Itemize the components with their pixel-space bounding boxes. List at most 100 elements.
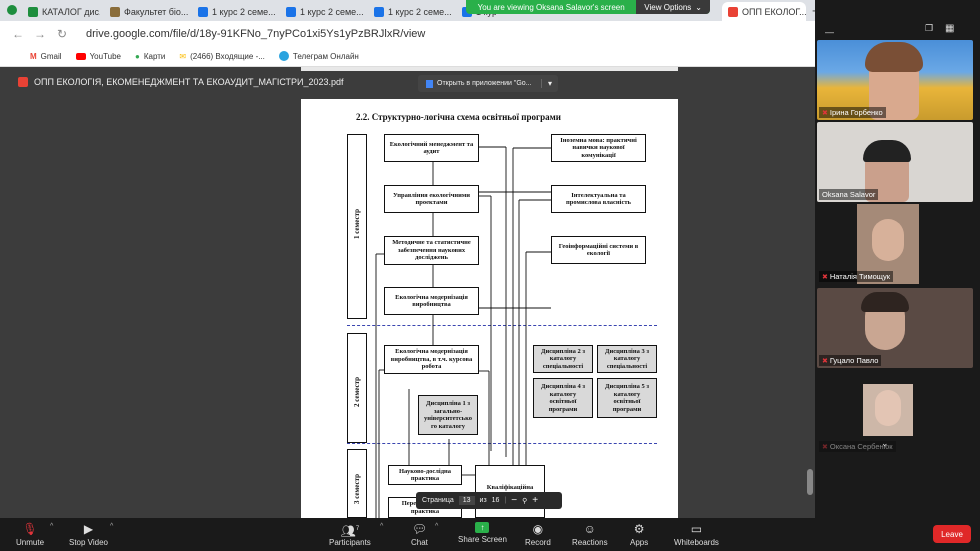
record-button[interactable]: ◉ Record <box>525 522 551 547</box>
participant-name: Оксана Сербенюк <box>829 442 893 451</box>
map-pin-icon: ● <box>135 51 140 61</box>
browser-tab-4[interactable]: 1 курс 2 семе... ✕ <box>368 2 452 21</box>
share-screen-label: Share Screen <box>458 535 507 544</box>
participant-tile[interactable]: ✖Оксана Сербенюк <box>817 374 973 454</box>
browser-tab-2[interactable]: 1 курс 2 семе... ✕ <box>192 2 276 21</box>
open-in-app-label: Открыть в приложении "Go... <box>437 80 532 87</box>
semester-bar-3 <box>347 449 367 518</box>
participant-hair <box>865 42 923 72</box>
gallery-view-icon[interactable]: ▦ <box>945 23 955 34</box>
browser-tab-0[interactable]: КАТАЛОГ дис... ✕ <box>22 2 100 21</box>
drive-icon <box>728 6 738 17</box>
mic-off-icon: 🎙︎ <box>22 522 38 536</box>
bookmark-inbox[interactable]: ✉(2466) Входящие -... <box>179 52 265 61</box>
participant-hair <box>863 140 911 162</box>
page-of-label: из <box>479 497 487 504</box>
docs-icon <box>426 79 433 88</box>
participant-tile[interactable]: ✖Гуцало Павло <box>817 288 973 368</box>
youtube-icon <box>75 52 86 60</box>
chevron-down-icon[interactable]: ▾ <box>540 79 558 88</box>
reactions-label: Reactions <box>572 538 608 547</box>
drive-icon <box>286 6 296 17</box>
participant-tile[interactable]: ✖Наталія Тимощук <box>817 204 973 284</box>
participant-name: Oksana Salavor <box>822 190 876 199</box>
bookmark-youtube[interactable]: YouTube <box>75 52 121 61</box>
reactions-icon: ☺ <box>583 522 596 536</box>
mic-off-icon: ✖ <box>822 357 828 365</box>
box-gis: Геоінформаційні системи в екології <box>551 236 646 264</box>
whiteboard-icon: ▭ <box>690 522 703 536</box>
scroll-down-icon[interactable]: ⌄ <box>881 438 889 448</box>
tab-favicon-icon <box>28 6 38 17</box>
bookmark-maps[interactable]: ●Карти <box>135 52 165 61</box>
share-banner: You are viewing Oksana Salavor's screen … <box>466 0 710 14</box>
unmute-button[interactable]: 🎙︎ Unmute <box>16 522 44 547</box>
chevron-down-icon: ⌄ <box>695 2 702 12</box>
box-discipline-4: Дисципліна 4 з каталогу освітньої програ… <box>533 378 593 418</box>
chevron-up-icon[interactable]: ^ <box>110 523 114 530</box>
view-options-button[interactable]: View Options ⌄ <box>636 0 710 14</box>
whiteboards-button[interactable]: ▭ Whiteboards <box>674 522 719 547</box>
participant-name-tag: ✖Гуцало Павло <box>819 355 882 366</box>
participants-button[interactable]: 👥︎7 Participants <box>329 522 371 547</box>
leave-button[interactable]: Leave <box>933 525 971 543</box>
chevron-up-icon[interactable]: ^ <box>435 523 439 530</box>
chat-button[interactable]: 💬︎ Chat <box>411 522 428 547</box>
participant-tile[interactable]: Oksana Salavor <box>817 122 973 202</box>
bookmark-label: Gmail <box>40 51 62 61</box>
apps-button[interactable]: ⚙ Apps <box>630 522 648 547</box>
box-discipline-5: Дисципліна 5 з каталогу освітньої програ… <box>597 378 657 418</box>
tab-title: Факультет біо... <box>124 6 188 17</box>
bookmark-label: Карти <box>143 51 166 61</box>
back-arrow-icon[interactable]: ← <box>12 26 24 41</box>
browser-tab-3[interactable]: 1 курс 2 семе... ✕ <box>280 2 364 21</box>
zoom-icon[interactable]: ⚲ <box>522 497 528 505</box>
participant-tile[interactable]: ✖Ірина Горбенко <box>817 40 973 120</box>
divider: | <box>504 497 507 504</box>
zoom-out-icon[interactable]: − <box>511 495 518 506</box>
box-discipline-3: Дисципліна 3 з каталогу спеціальності <box>597 345 657 373</box>
file-title-text: ОПП ЕКОЛОГІЯ, ЕКОМЕНЕДЖМЕНТ ТА ЕКОАУДИТ_… <box>34 77 344 87</box>
tab-title: 1 курс 2 семе... <box>388 6 452 17</box>
participant-name: Гуцало Павло <box>829 356 879 365</box>
minimize-icon[interactable]: — <box>825 27 834 37</box>
video-panel-header: — ❐ ▦ <box>815 21 980 39</box>
participant-name-tag: Oksana Salavor <box>819 189 879 200</box>
box-project-management: Управління екологічними проектами <box>384 185 479 213</box>
forward-arrow-icon[interactable]: → <box>34 26 46 41</box>
browser-tab-1[interactable]: Факультет біо... ✕ <box>104 2 188 21</box>
chevron-up-icon[interactable]: ^ <box>380 523 384 530</box>
participant-hair <box>861 292 909 312</box>
browser-tab-6[interactable]: ОПП ЕКОЛОГ... ✕ <box>722 2 806 21</box>
box-environmental-management: Екологічний менеджмент та аудит <box>384 134 479 162</box>
shield-icon <box>7 5 17 15</box>
semester-divider <box>347 325 657 326</box>
zoom-in-icon[interactable]: + <box>532 495 539 506</box>
tab-title: ОПП ЕКОЛОГ... <box>742 6 806 17</box>
address-bar: ← → ↻ drive.google.com/file/d/18y-91KFNo… <box>0 21 815 46</box>
url-field[interactable]: drive.google.com/file/d/18y-91KFNo_7nyPC… <box>86 27 426 40</box>
bookmark-telegram[interactable]: Телеграм Онлайн <box>278 51 359 61</box>
share-screen-button[interactable]: ↑ Share Screen <box>458 522 507 544</box>
stop-video-button[interactable]: ▶ Stop Video <box>69 522 108 547</box>
tab-favicon-icon <box>110 6 120 17</box>
previous-page-edge <box>301 67 678 71</box>
page-navigator: Страница 13 из 16 | − ⚲ + <box>416 492 562 509</box>
participants-count: 7 <box>355 526 360 532</box>
restore-icon[interactable]: ❐ <box>925 23 934 33</box>
reload-icon[interactable]: ↻ <box>56 26 68 41</box>
current-page-input[interactable]: 13 <box>458 496 475 505</box>
mail-icon: ✉ <box>179 51 187 61</box>
open-in-app-button[interactable]: Открыть в приложении "Go... ▾ <box>418 75 558 92</box>
bookmark-label: (2466) Входящие -... <box>190 51 265 61</box>
share-screen-icon: ↑ <box>475 522 490 533</box>
meeting-toolbar: 🎙︎ Unmute ^ ▶ Stop Video ^ 👥︎7 Participa… <box>0 518 980 551</box>
chevron-up-icon[interactable]: ^ <box>50 523 54 530</box>
reactions-button[interactable]: ☺ Reactions <box>572 522 608 547</box>
drive-icon <box>374 6 384 17</box>
viewer-scrollbar[interactable] <box>807 469 813 495</box>
pdf-page: 2.2. Структурно-логічна схема освітньої … <box>301 99 678 518</box>
semester-bar-2 <box>347 333 367 443</box>
